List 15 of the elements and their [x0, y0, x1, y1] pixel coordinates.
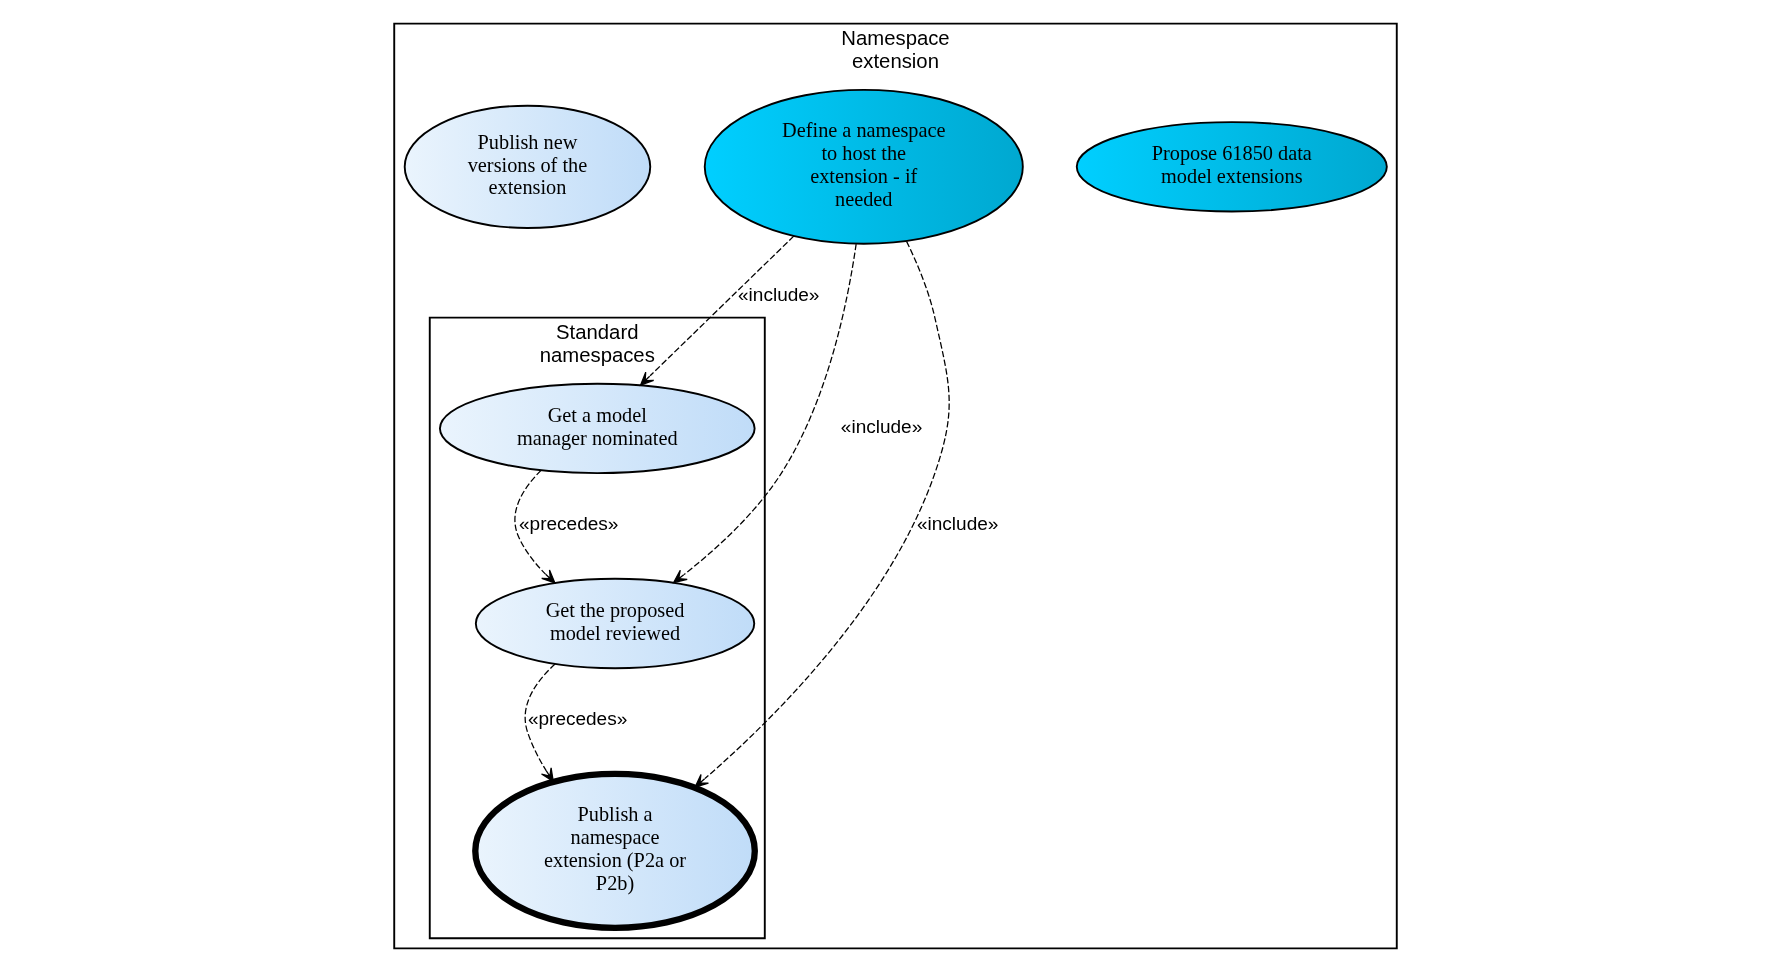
- edge-label: «precedes»: [527, 708, 627, 730]
- node-ellipse: Get the proposed model reviewed: [474, 577, 755, 670]
- arrow: [639, 235, 794, 386]
- node-ellipse: Get a model manager nominated: [438, 382, 756, 475]
- arrow: [513, 469, 556, 584]
- node-ellipse: Propose 61850 data model extensions: [1075, 121, 1388, 213]
- edge-label: «include»: [737, 284, 819, 306]
- edge-label: «include»: [916, 513, 998, 535]
- arrow: [672, 243, 857, 584]
- arrow: [693, 240, 950, 788]
- edge-label: «precedes»: [518, 513, 618, 535]
- node-ellipse: Define a namespace to host the extension - if needed: [703, 88, 1024, 245]
- arrow: [524, 663, 556, 783]
- node-ellipse: Publish new versions of the extension: [403, 104, 651, 229]
- edge-label: «include»: [840, 415, 922, 437]
